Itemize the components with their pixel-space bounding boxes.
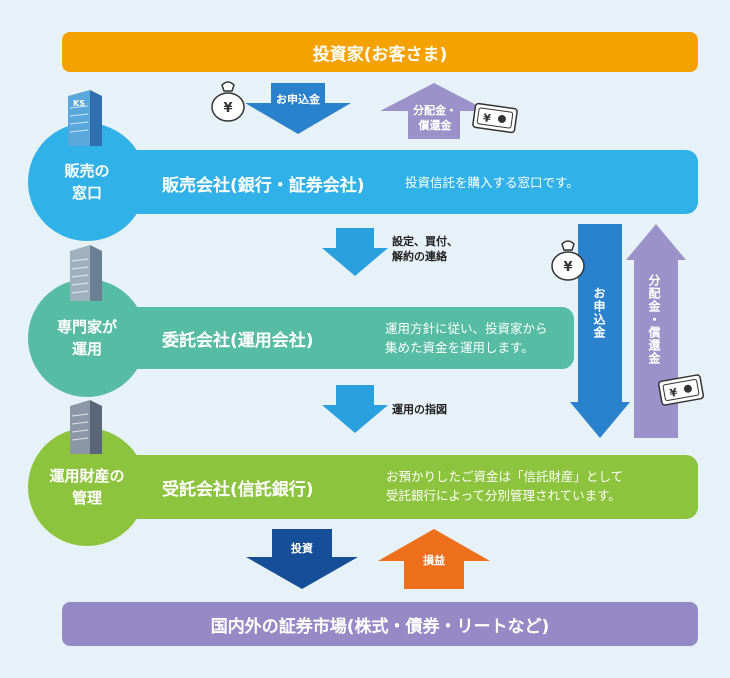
investor-bar: 投資家(お客さま) [62, 32, 698, 72]
notify-label: 設定、買付、 解約の連絡 [392, 234, 458, 264]
management-building-icon [70, 245, 102, 301]
payment-label-side: お申込金 [592, 287, 606, 339]
svg-text:¥: ¥ [482, 111, 492, 125]
management-circle-line2: 運用 [71, 340, 102, 358]
management-company-row [62, 307, 574, 369]
trustee-company-desc: お預かりしたご資金は「信託財産」として 受託銀行によって分別管理されています。 [386, 467, 623, 505]
profit-label: 損益 [423, 554, 445, 567]
distribution-label-side: 分配金・償還金 [647, 274, 661, 365]
money-bag-side-icon: ¥ [551, 240, 585, 281]
banknote-icon: ¥ [472, 102, 518, 134]
sales-circle-line1: 販売の [64, 162, 110, 180]
management-company-desc: 運用方針に従い、投資家から 集めた資金を運用します。 [385, 319, 548, 357]
profit-up-arrow [378, 529, 490, 589]
svg-text:¥: ¥ [668, 386, 678, 400]
invest-label: 投資 [291, 542, 313, 555]
management-desc-line1: 運用方針に従い、投資家から [385, 321, 548, 336]
sales-company-title: 販売会社(銀行・証券会社) [162, 176, 365, 196]
sales-company-row [62, 150, 698, 214]
distribution-label-line1: 分配金・ [413, 104, 457, 117]
distribution-up-arrow [380, 83, 488, 139]
distribution-label-line2: 償還金 [418, 119, 452, 132]
notify-label-line1: 設定、買付、 [392, 235, 458, 248]
distribution-label-top: 分配金・ 償還金 [404, 103, 466, 133]
management-circle-line1: 専門家が [56, 318, 117, 336]
trustee-circle-line2: 管理 [71, 489, 102, 507]
trustee-company-row [62, 455, 698, 519]
instruction-label: 運用の指図 [392, 403, 447, 416]
notify-label-line2: 解約の連絡 [392, 250, 447, 263]
trustee-company-title: 受託会社(信託銀行) [162, 480, 314, 500]
payment-long-down-arrow [570, 224, 630, 438]
trustee-building-icon [70, 400, 102, 454]
investor-label: 投資家(お客さま) [312, 44, 448, 65]
instruction-down-arrow [322, 385, 388, 433]
sales-company-desc: 投資信託を購入する窓口です。 [405, 175, 579, 190]
sales-circle-line2: 窓口 [71, 184, 102, 202]
svg-text:¥: ¥ [223, 101, 232, 116]
management-company-title: 委託会社(運用会社) [162, 331, 314, 351]
sales-building-icon: KS [68, 90, 102, 146]
banknote-side-icon: ¥ [657, 374, 705, 406]
payment-label-top: お申込金 [276, 93, 320, 106]
securities-market-bar: 国内外の証券市場(株式・債券・リートなど) [62, 602, 698, 646]
trustee-circle-line1: 運用財産の [49, 467, 125, 485]
management-desc-line2: 集めた資金を運用します。 [385, 340, 534, 355]
trustee-desc-line1: お預かりしたご資金は「信託財産」として [386, 469, 624, 484]
notify-down-arrow [322, 228, 388, 276]
svg-text:KS: KS [73, 99, 85, 108]
payment-down-arrow [245, 83, 351, 134]
svg-text:¥: ¥ [563, 260, 572, 275]
trustee-desc-line2: 受託銀行によって分別管理されています。 [386, 488, 621, 503]
invest-down-arrow [246, 529, 358, 589]
securities-market-label: 国内外の証券市場(株式・債券・リートなど) [210, 616, 550, 637]
money-bag-icon: ¥ [211, 81, 245, 122]
